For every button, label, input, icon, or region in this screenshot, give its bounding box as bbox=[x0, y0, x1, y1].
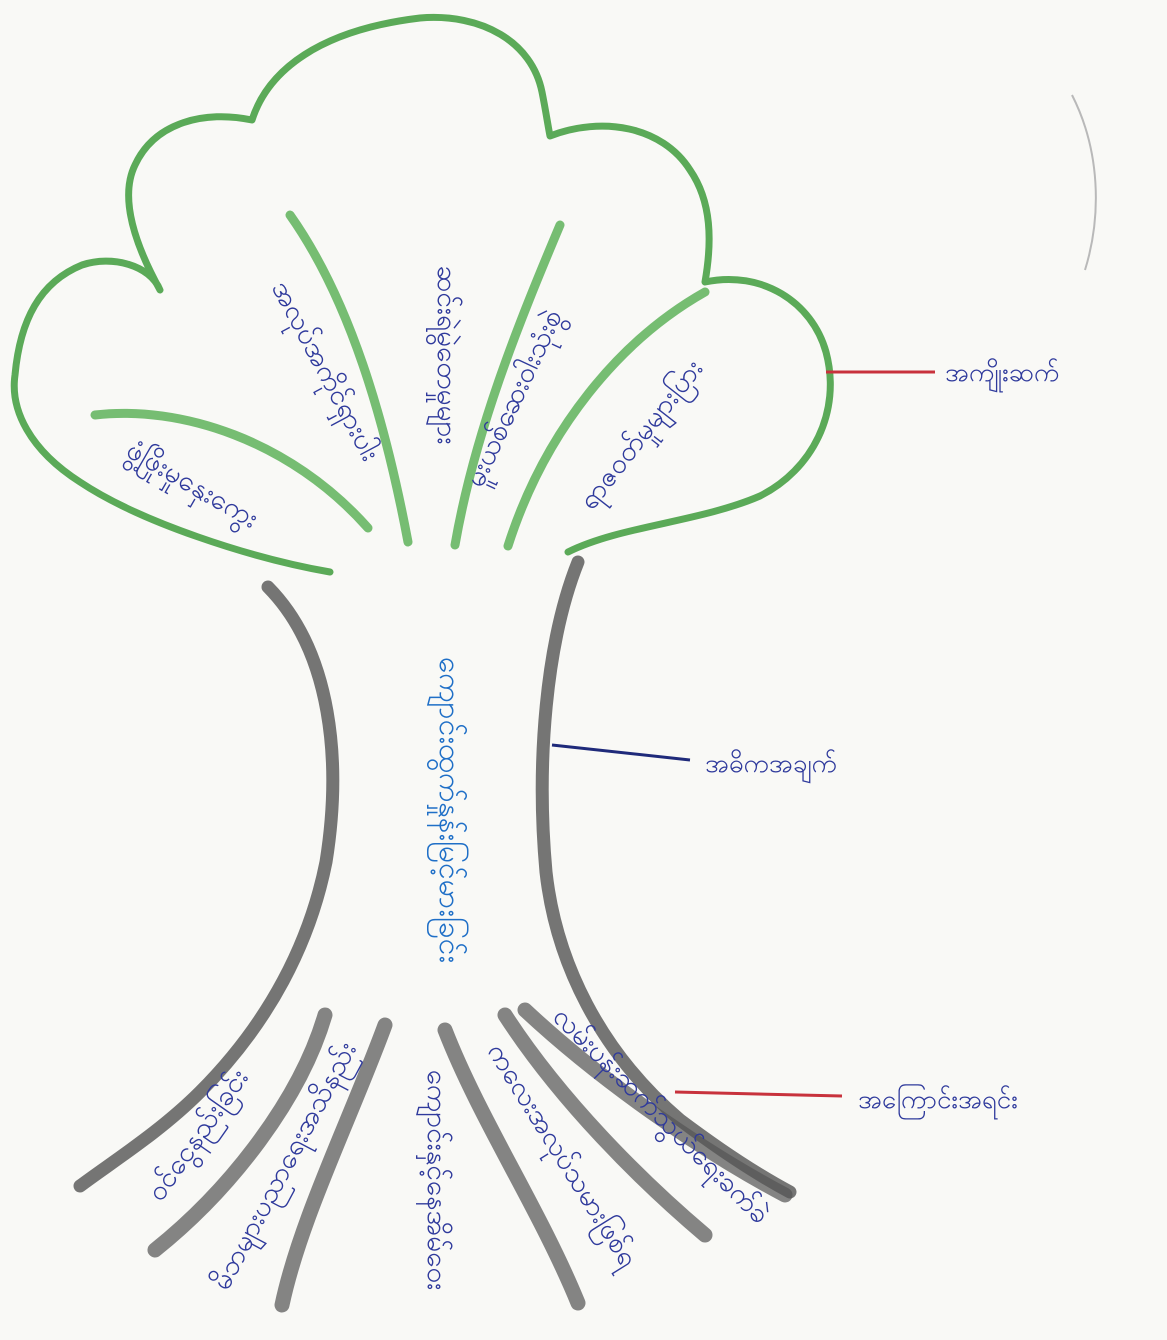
root-line bbox=[517, 1002, 793, 1203]
root-text-3: ကျောင်းနှင့်နေအိမ်ဝေး bbox=[415, 1070, 455, 1291]
crown-branch bbox=[503, 287, 710, 551]
causes-leader-line bbox=[674, 1090, 843, 1098]
crown-text-5: ရာဇဝတ်မှုများပြား bbox=[570, 351, 714, 519]
trunk-left-edge bbox=[73, 580, 340, 1193]
core-label: အဓိကအချက် bbox=[705, 748, 838, 784]
tree-crown-outline bbox=[10, 13, 834, 576]
root-line bbox=[147, 1007, 333, 1258]
crown-branch bbox=[285, 210, 413, 547]
root-line bbox=[274, 1017, 393, 1313]
crown-branch bbox=[450, 220, 565, 550]
effects-label: အကျိုးဆက် bbox=[945, 357, 1060, 393]
faint-pencil-arc bbox=[1071, 94, 1097, 271]
root-line bbox=[437, 1022, 586, 1311]
trunk-right-edge bbox=[535, 555, 797, 1199]
causes-label: အကြောင်းအရင်း bbox=[858, 1082, 1018, 1120]
crown-text-1: ဖွံ့ဖြိုးမှုနှေးကွေး bbox=[118, 431, 266, 540]
core-leader-line bbox=[551, 743, 691, 762]
root-line bbox=[497, 1007, 713, 1243]
trunk-text: ကျောင်းထွက်နှုန်းမြင့်မားခြင်း bbox=[426, 657, 469, 963]
crown-branch bbox=[90, 408, 373, 533]
crown-text-3: ဆင်းရဲမွဲတေမှုများ bbox=[425, 265, 465, 444]
